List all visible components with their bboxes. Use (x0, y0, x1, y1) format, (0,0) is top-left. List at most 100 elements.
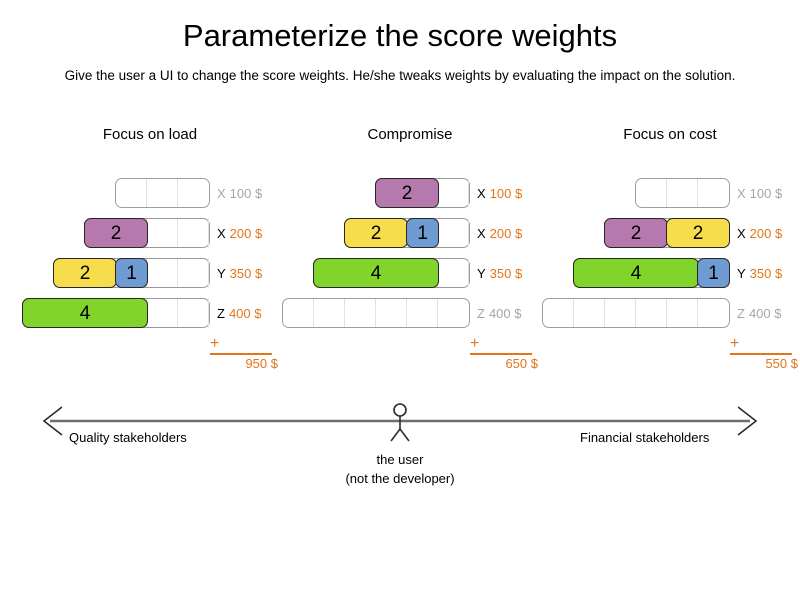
weight-slot[interactable] (667, 179, 698, 207)
weight-slot[interactable] (698, 179, 729, 207)
spectrum-right-label: Financial stakeholders (580, 430, 710, 445)
weight-block-green[interactable]: 4 (22, 298, 148, 328)
user-figure-leg-right (399, 428, 410, 442)
total-plus-sign: + (210, 335, 220, 352)
weight-slot[interactable] (116, 179, 147, 207)
weight-block-yellow[interactable]: 2 (344, 218, 408, 248)
row-price: 400 $ (748, 306, 782, 321)
weight-slot[interactable] (314, 299, 345, 327)
weight-block-purple[interactable]: 2 (604, 218, 668, 248)
row-price: 400 $ (488, 306, 522, 321)
stakeholder-spectrum (42, 403, 758, 442)
spectrum-right-arrowhead (737, 406, 758, 436)
row-letter: X (737, 186, 746, 201)
weight-track[interactable] (115, 178, 210, 208)
weight-slot[interactable] (667, 299, 698, 327)
weight-block-green[interactable]: 4 (313, 258, 439, 288)
weight-block-yellow[interactable]: 2 (666, 218, 730, 248)
user-caption-line1: the user (376, 452, 424, 467)
row-letter: Y (737, 266, 746, 281)
weight-block-blue[interactable]: 1 (406, 218, 439, 248)
weight-slot[interactable] (636, 299, 667, 327)
row-price: 350 $ (489, 266, 523, 281)
weight-slot[interactable] (636, 179, 667, 207)
row-price: 200 $ (749, 226, 783, 241)
weight-slot[interactable] (147, 179, 178, 207)
weight-track[interactable]: 4 (22, 298, 210, 328)
weight-track[interactable]: 2 (375, 178, 470, 208)
row-letter: X (477, 226, 486, 241)
total-rule (470, 353, 532, 355)
user-caption: the user (not the developer) (0, 450, 800, 488)
weight-slot[interactable] (178, 259, 209, 287)
total-sum: 550 $ (765, 356, 798, 371)
row-price: 100 $ (749, 186, 783, 201)
scenario-title-compromise: Compromise (367, 126, 453, 143)
weight-track[interactable] (635, 178, 730, 208)
weight-slot[interactable] (178, 219, 209, 247)
weight-slot[interactable] (407, 299, 438, 327)
weight-slot[interactable] (438, 299, 469, 327)
weight-track[interactable] (282, 298, 470, 328)
weight-slot[interactable] (438, 259, 469, 287)
weight-slot[interactable] (438, 219, 469, 247)
row-letter: X (737, 226, 746, 241)
weight-block-purple[interactable]: 2 (375, 178, 439, 208)
weight-slot[interactable] (605, 299, 636, 327)
total-plus-sign: + (470, 335, 480, 352)
row-letter: X (477, 186, 486, 201)
spectrum-left-label: Quality stakeholders (69, 430, 187, 445)
scenario-title-focus-on-load: Focus on load (102, 126, 198, 143)
user-caption-line2: (not the developer) (345, 471, 455, 486)
weight-slot[interactable] (438, 179, 469, 207)
weight-slot[interactable] (147, 299, 178, 327)
weight-track[interactable]: 2 (84, 218, 210, 248)
weight-slot[interactable] (543, 299, 574, 327)
weight-block-purple[interactable]: 2 (84, 218, 148, 248)
spectrum-left-arrowhead (42, 406, 63, 436)
weight-slot[interactable] (147, 259, 178, 287)
weight-track[interactable]: 4 (313, 258, 470, 288)
weight-track[interactable] (542, 298, 730, 328)
row-price: 100 $ (229, 186, 263, 201)
row-price: 350 $ (749, 266, 783, 281)
row-letter: Y (477, 266, 486, 281)
row-letter: X (217, 226, 226, 241)
weight-block-blue[interactable]: 1 (697, 258, 730, 288)
scenario-total: +650 $ (470, 335, 538, 376)
total-rule (730, 353, 792, 355)
weight-slot[interactable] (698, 299, 729, 327)
weight-slot[interactable] (376, 299, 407, 327)
row-letter: Z (477, 306, 485, 321)
weight-slot[interactable] (574, 299, 605, 327)
total-rule (210, 353, 272, 355)
weight-slot[interactable] (345, 299, 376, 327)
weight-slot[interactable] (178, 299, 209, 327)
scenario-title-focus-on-cost: Focus on cost (623, 126, 717, 143)
weight-slot[interactable] (178, 179, 209, 207)
total-sum: 950 $ (245, 356, 278, 371)
weight-block-yellow[interactable]: 2 (53, 258, 117, 288)
user-figure-leg-left (390, 428, 401, 442)
weight-slot[interactable] (147, 219, 178, 247)
scenario-total: +950 $ (210, 335, 278, 376)
weight-slot[interactable] (283, 299, 314, 327)
row-letter: Z (737, 306, 745, 321)
weight-block-green[interactable]: 4 (573, 258, 699, 288)
row-letter: Z (217, 306, 225, 321)
row-price: 200 $ (489, 226, 523, 241)
weight-block-blue[interactable]: 1 (115, 258, 148, 288)
total-plus-sign: + (730, 335, 740, 352)
